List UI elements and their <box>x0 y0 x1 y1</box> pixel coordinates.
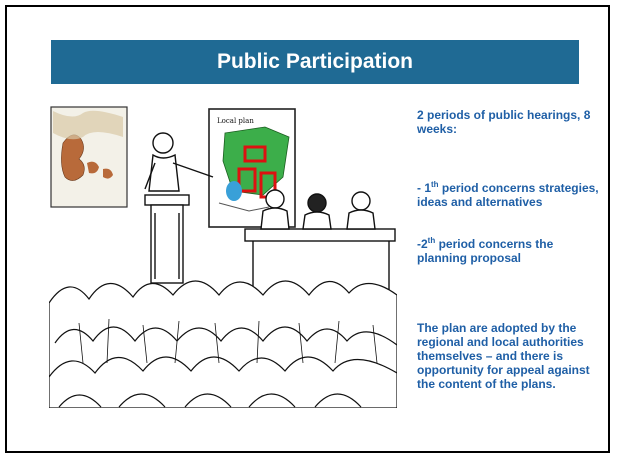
bullet-second-prefix: -2 <box>417 237 428 251</box>
denmark-map-icon <box>50 106 128 208</box>
bullet-second-sup: th <box>427 236 436 245</box>
podium <box>144 194 190 284</box>
bullet-first-period: - 1th period concerns strategies, ideas … <box>417 180 599 210</box>
public-hearing-illustration: Local plan <box>49 106 397 408</box>
bullet-first-rest: period concerns strategies, ideas and al… <box>417 181 599 209</box>
slide: Public Participation Local plan <box>5 5 610 453</box>
presenter-figure <box>144 132 214 192</box>
local-plan-map-icon: Local plan <box>208 108 296 228</box>
bullet-first-sup: th <box>431 180 439 189</box>
title-bar: Public Participation <box>51 40 579 84</box>
bullet-second-rest: period concerns the planning proposal <box>417 237 554 265</box>
panel-table <box>244 189 396 313</box>
bullet-first-prefix: - 1 <box>417 181 432 195</box>
audience <box>49 280 397 408</box>
bullet-second-period: -2th period concerns the planning propos… <box>417 236 599 266</box>
slide-title: Public Participation <box>216 50 414 73</box>
map-label: Local plan <box>217 117 254 125</box>
bullet-intro: 2 periods of public hearings, 8 weeks: <box>417 108 591 136</box>
bullet-closing: The plan are adopted by the regional and… <box>417 321 590 391</box>
